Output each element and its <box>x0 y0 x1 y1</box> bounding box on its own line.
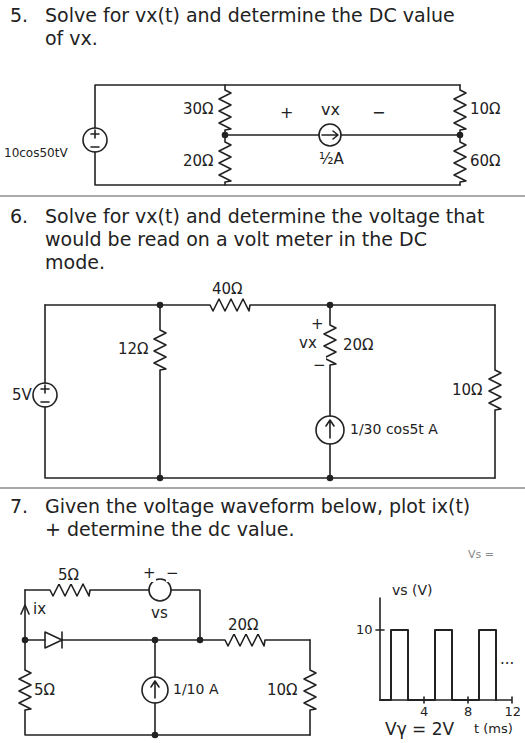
source-value: 10cos50tV <box>4 146 68 160</box>
resistor-value: 5Ω <box>58 566 79 584</box>
section-divider <box>0 195 525 197</box>
wire <box>225 134 460 136</box>
source-polarity <box>41 385 49 402</box>
junction-dot <box>223 133 228 138</box>
resistor-symbol <box>304 640 316 735</box>
polarity-sign: + <box>280 103 293 122</box>
junction-dot <box>153 733 158 738</box>
junction-dot <box>158 476 163 481</box>
problem-number: 7. <box>10 495 28 518</box>
circuit-6 <box>33 299 501 481</box>
current-arrow <box>326 420 334 438</box>
circuit-5 <box>83 85 466 185</box>
current-arrow <box>151 681 159 698</box>
waveform-plot <box>376 598 512 703</box>
resistor-value: 20Ω <box>343 336 374 354</box>
diode-symbol <box>45 632 62 648</box>
circuit-7 <box>19 579 316 738</box>
current-label: ix <box>33 600 46 618</box>
tick-label: 8 <box>464 704 472 720</box>
voltage-label: vx <box>321 100 340 119</box>
pulse-waveform <box>380 630 496 700</box>
resistor-value: 60Ω <box>470 152 501 170</box>
resistor-value: 20Ω <box>183 152 214 170</box>
polarity-sign: + <box>143 564 156 582</box>
resistor-symbol <box>25 584 200 640</box>
source-polarity <box>91 130 99 147</box>
resistor-symbol <box>19 590 310 735</box>
wire <box>95 85 460 185</box>
voltage-source <box>83 128 107 152</box>
resistor-symbol <box>154 305 166 478</box>
source-value: 1/10 A <box>173 681 218 698</box>
resistor-value: 12Ω <box>118 340 149 358</box>
resistor-value: 10Ω <box>452 381 483 399</box>
source-value: 5V <box>12 386 32 404</box>
wire <box>45 305 495 478</box>
resistor-symbol <box>324 305 336 478</box>
problem-statement: Solve for vx(t) and determine the voltag… <box>45 205 485 273</box>
axis-title: t (ms) <box>474 721 513 737</box>
resistor-symbol <box>25 634 310 646</box>
problem-number: 5. <box>10 4 28 27</box>
current-arrow <box>322 131 338 139</box>
resistor-symbol <box>489 305 501 478</box>
junction-dot <box>158 303 163 308</box>
junction-dot <box>153 638 158 643</box>
resistor-value: 5Ω <box>34 681 55 699</box>
resistor-value: 10Ω <box>267 681 298 699</box>
problem-statement: Given the voltage waveform below, plot i… <box>45 495 485 541</box>
source-value: ½A <box>319 150 344 168</box>
current-source <box>316 416 344 444</box>
tick-label: 12 <box>504 704 521 720</box>
tick-label: 10 <box>356 622 373 638</box>
polarity-sign: − <box>313 356 326 374</box>
junction-dot <box>23 638 28 643</box>
junction-dot <box>328 303 333 308</box>
resistor-symbol <box>45 299 495 311</box>
voltage-label: vx <box>299 334 317 352</box>
resistor-symbol <box>454 85 466 185</box>
junction-dot <box>458 133 463 138</box>
polarity-sign: − <box>166 564 179 582</box>
polarity-sign: + <box>311 315 324 333</box>
continuation-dots: ... <box>500 650 514 668</box>
resistor-value: 40Ω <box>212 280 243 298</box>
source-label: vs <box>151 604 168 622</box>
current-source <box>142 677 168 703</box>
tick-label: 4 <box>420 704 428 720</box>
resistor-value: 10Ω <box>470 100 501 118</box>
polarity-sign: − <box>372 103 385 122</box>
voltage-source <box>149 579 171 601</box>
current-arrow <box>21 605 29 614</box>
stray-note: Vs = <box>468 548 494 561</box>
plot-axes <box>376 598 512 703</box>
source-value: 1/30 cos5t A <box>350 421 438 438</box>
problem-statement: Solve for vx(t) and determine the DC val… <box>45 4 465 50</box>
current-source <box>319 124 341 146</box>
axis-title: vs (V) <box>392 582 433 599</box>
resistor-value: 30Ω <box>183 100 214 118</box>
voltage-source <box>33 383 57 407</box>
section-divider <box>0 487 525 489</box>
given-value: Vγ = 2V <box>385 719 454 739</box>
junction-dot <box>328 476 333 481</box>
resistor-value: 20Ω <box>228 616 259 634</box>
problem-number: 6. <box>10 205 28 228</box>
junction-dot <box>198 638 203 643</box>
